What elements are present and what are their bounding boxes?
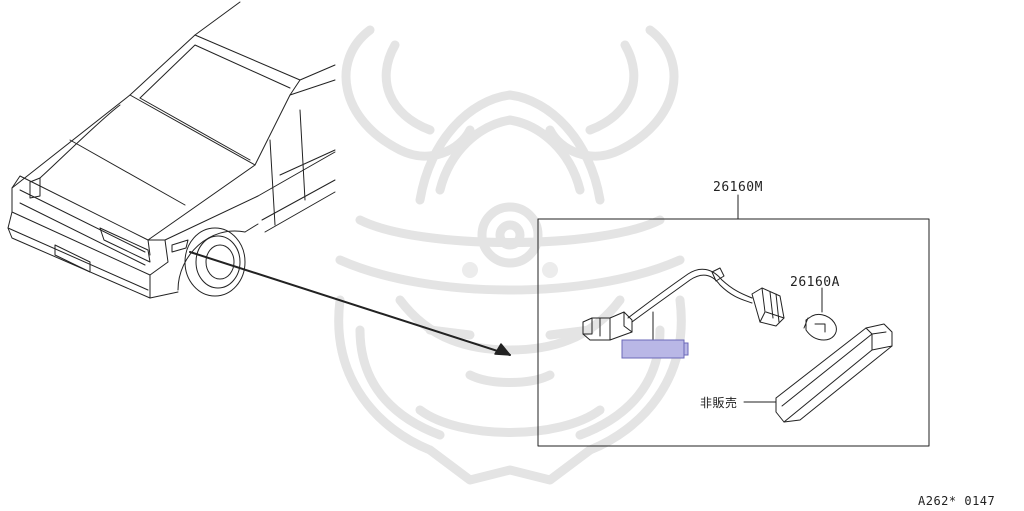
side-marker-lens xyxy=(775,323,893,423)
bulb-26160a xyxy=(803,313,837,341)
diagram-code: A262* 0147 xyxy=(918,494,996,508)
car-illustration xyxy=(7,1,336,299)
not-sold-label: 非販売 xyxy=(700,396,738,410)
part-number-26160m: 26160M xyxy=(713,180,763,195)
parts-box xyxy=(537,218,930,447)
part-number-26160a: 26160A xyxy=(790,275,840,290)
location-arrow xyxy=(189,251,511,356)
harness-highlight xyxy=(621,339,685,359)
bulb-socket xyxy=(751,287,785,327)
harness-connector xyxy=(582,311,633,341)
